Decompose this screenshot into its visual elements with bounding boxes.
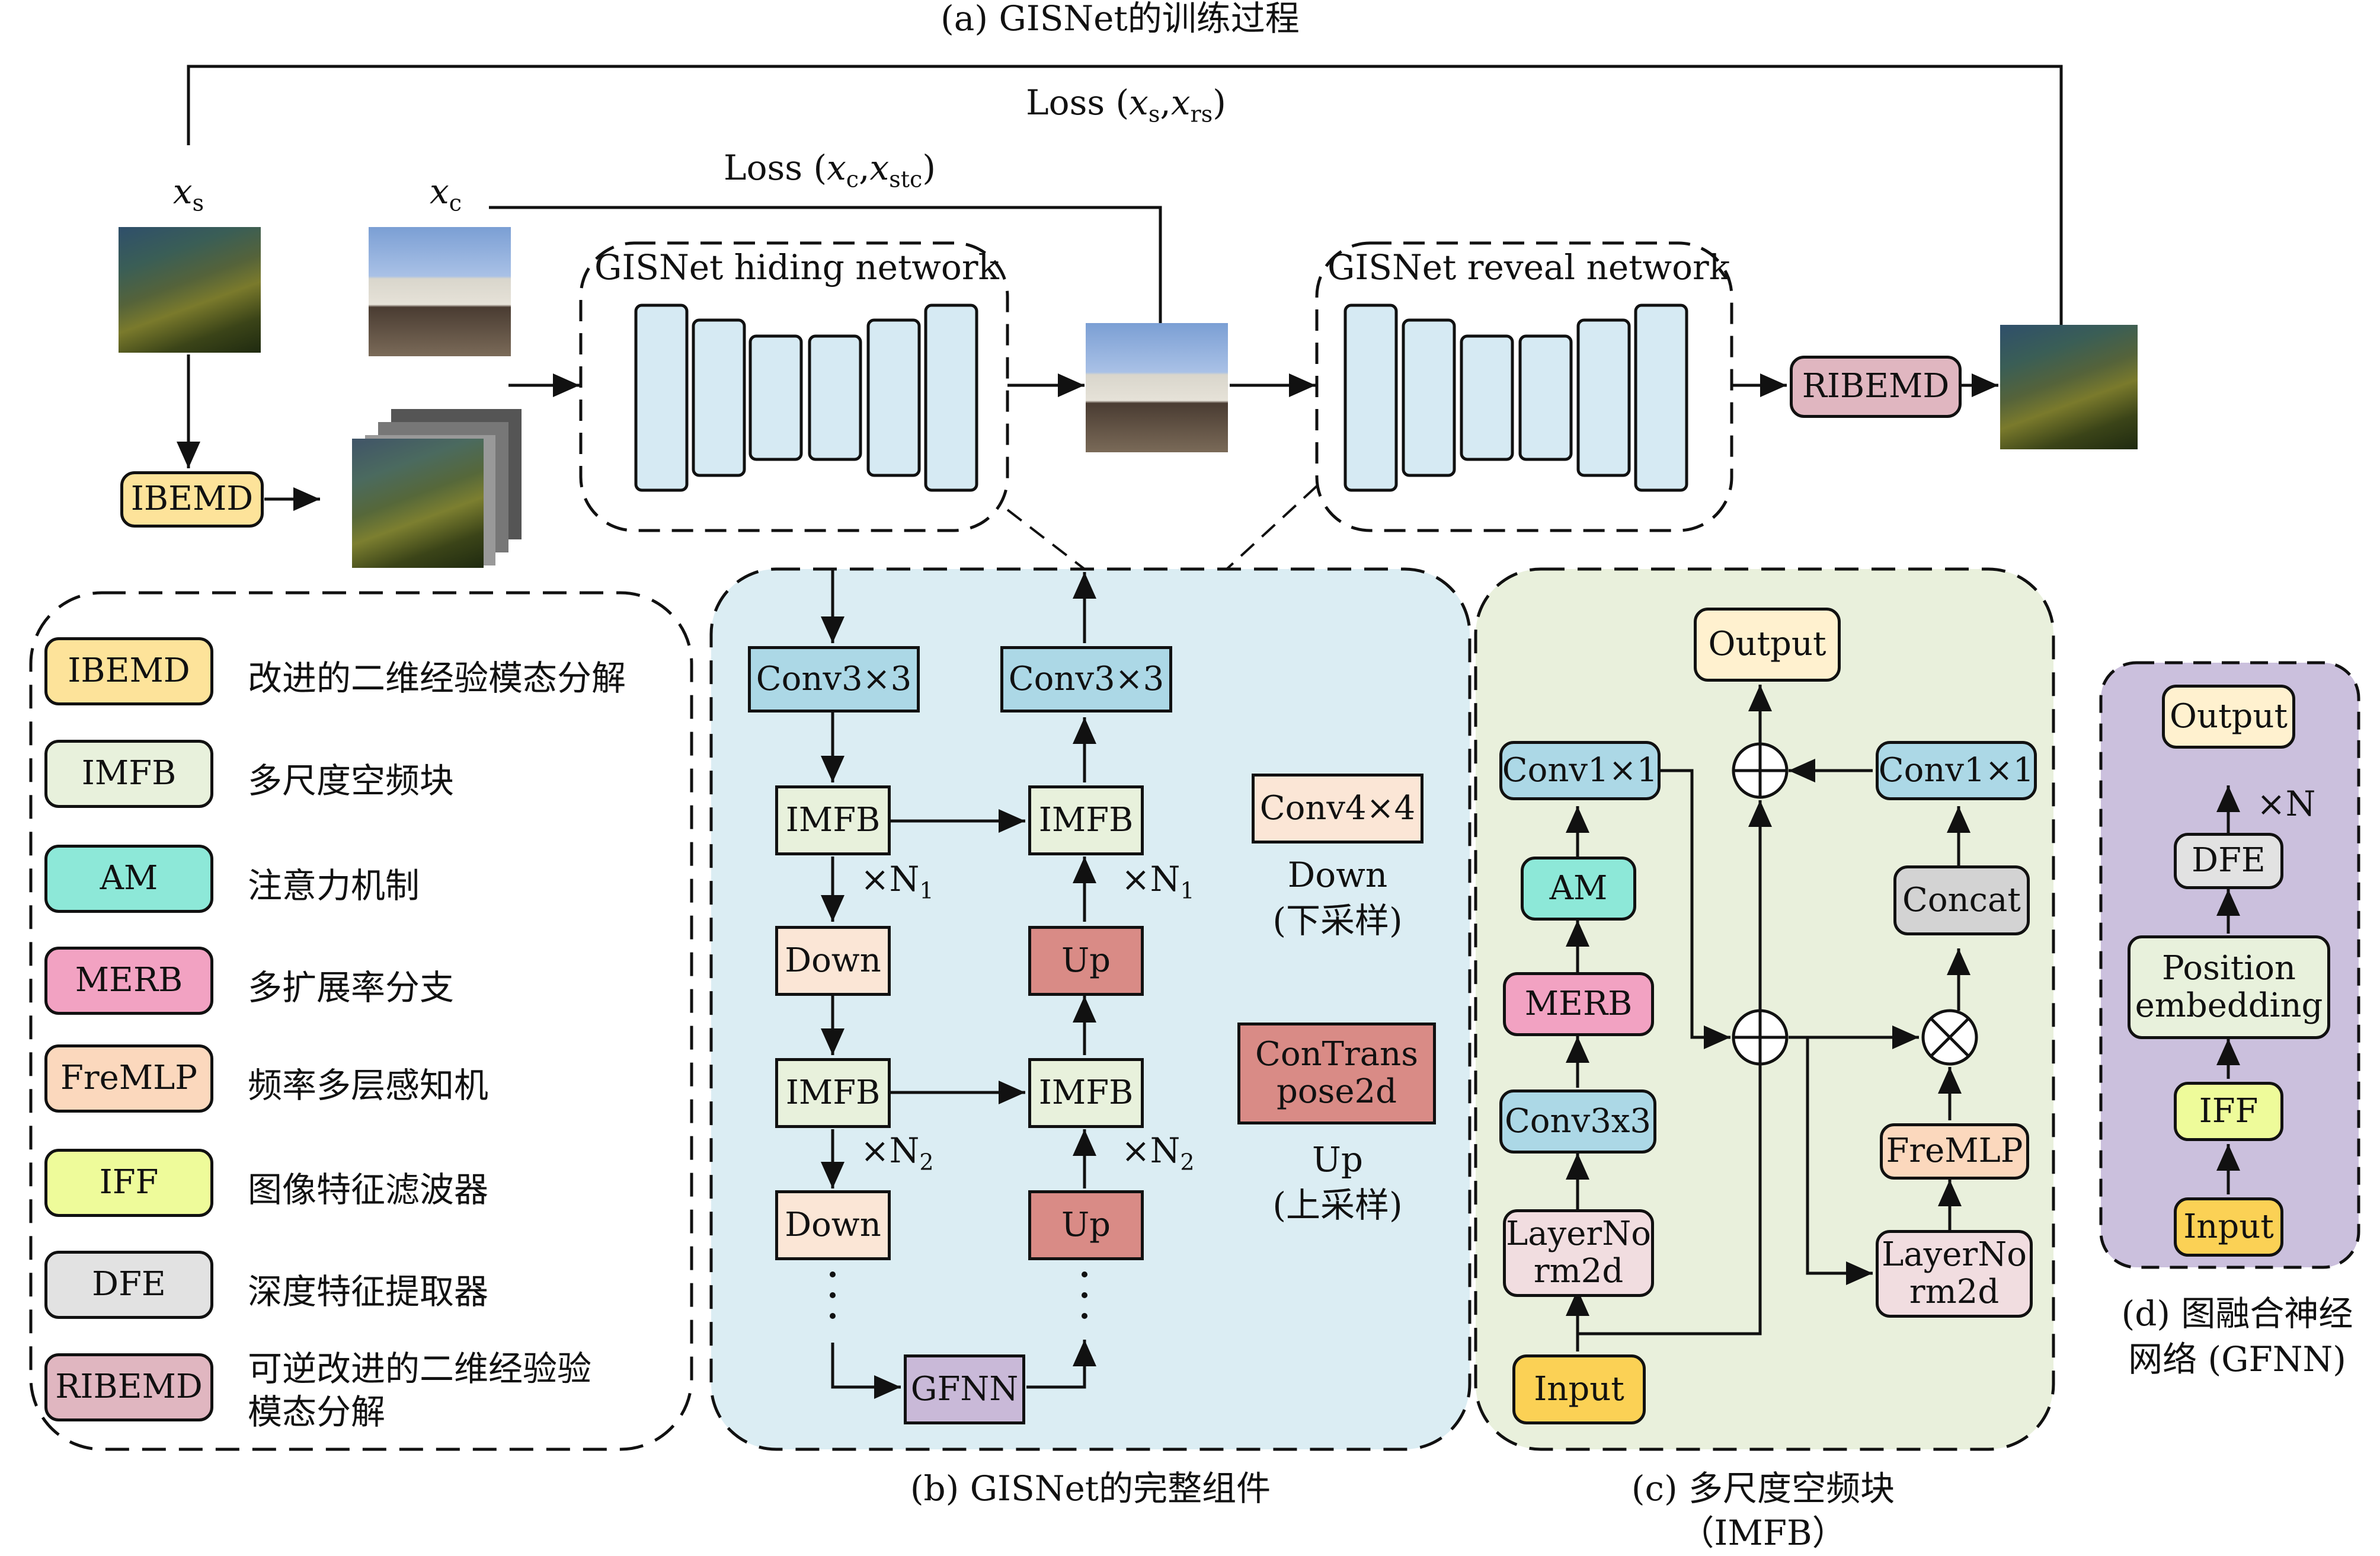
legend-ribemd-desc1: 可逆改进的二维经验验 <box>248 1349 592 1389</box>
imfb-merb: MERB <box>1503 972 1654 1036</box>
imfb-left-2: IMFB <box>775 1058 891 1128</box>
legend-fremlp: FreMLP <box>44 1044 213 1113</box>
legend-imfb: IMFB <box>44 740 213 808</box>
legend-fremlp-desc: 频率多层感知机 <box>248 1065 489 1106</box>
conv3-right: Conv3×3 <box>1000 646 1172 712</box>
gfnn-times-n: ×N <box>2257 784 2316 824</box>
imfb-right-1: IMFB <box>1028 785 1144 855</box>
ribemd-block: RIBEMD <box>1790 356 1962 418</box>
key-down-cn: (下采样) <box>1272 900 1403 941</box>
legend-merb: MERB <box>44 947 213 1015</box>
legend-ribemd-desc2: 模态分解 <box>248 1392 386 1432</box>
gfnn-block: GFNN <box>904 1354 1025 1424</box>
legend-am-desc: 注意力机制 <box>248 865 420 906</box>
title-b: (b) GISNet的完整组件 <box>910 1468 1271 1509</box>
up-1: Up <box>1028 926 1144 996</box>
gfnn-iff: IFF <box>2174 1082 2283 1141</box>
cover-image <box>369 227 511 356</box>
hiding-network-label: GISNet hiding network <box>594 247 999 287</box>
loss-inner: Loss (xc,xstc) <box>724 148 936 193</box>
imfb-right-2: IMFB <box>1028 1058 1144 1128</box>
down-1: Down <box>775 926 891 996</box>
imfb-conv3x3: Conv3x3 <box>1499 1089 1656 1154</box>
n1-left: ×N1 <box>860 859 934 904</box>
title-c2: （IMFB） <box>1680 1513 1847 1553</box>
gfnn-output: Output <box>2162 685 2295 749</box>
legend-imfb-desc: 多尺度空频块 <box>248 761 455 801</box>
legend-iff-desc: 图像特征滤波器 <box>248 1170 489 1210</box>
conv3-left: Conv3×3 <box>748 646 920 712</box>
imfb-fremlp: FreMLP <box>1880 1123 2029 1180</box>
hiding-network-frame <box>579 241 1009 532</box>
reveal-network-label: GISNet reveal network <box>1327 247 1730 287</box>
key-down-label: Down <box>1287 855 1388 895</box>
legend-ibemd: IBEMD <box>44 637 213 705</box>
conv1-left: Conv1×1 <box>1499 741 1661 800</box>
legend-bg <box>29 591 693 1451</box>
secret-image <box>119 227 261 353</box>
imfb-left-1: IMFB <box>775 785 891 855</box>
key-up-cn: (上采样) <box>1272 1185 1403 1225</box>
key-up-label: Up <box>1311 1139 1364 1180</box>
conv1-right: Conv1×1 <box>1876 741 2037 800</box>
title-c1: (c) 多尺度空频块 <box>1631 1468 1895 1509</box>
gfnn-dfe: DFE <box>2174 833 2283 889</box>
revealed-image <box>2000 325 2138 449</box>
xc-label: xc <box>429 171 462 216</box>
legend-dfe: DFE <box>44 1251 213 1319</box>
imfb-input: Input <box>1512 1354 1646 1424</box>
title-a: (a) GISNet的训练过程 <box>941 0 1300 39</box>
n2-left: ×N2 <box>860 1130 934 1175</box>
legend-ibemd-desc: 改进的二维经验模态分解 <box>248 658 626 698</box>
imfb-output: Output <box>1694 608 1841 682</box>
loss-top: Loss (xs,xrs) <box>1026 82 1226 127</box>
ibemd-block: IBEMD <box>120 471 264 528</box>
legend-iff: IFF <box>44 1149 213 1217</box>
decomposed-stack <box>352 439 484 568</box>
legend-merb-desc: 多扩展率分支 <box>248 967 455 1008</box>
n1-right: ×N1 <box>1121 859 1195 904</box>
imfb-am: AM <box>1521 857 1636 921</box>
legend-ribemd: RIBEMD <box>44 1353 213 1421</box>
key-conv4: Conv4×4 <box>1252 774 1423 844</box>
title-d1: (d) 图融合神经 <box>2121 1293 2353 1334</box>
gfnn-input: Input <box>2174 1197 2283 1257</box>
xs-label: xs <box>172 171 204 216</box>
n2-right: ×N2 <box>1121 1130 1195 1175</box>
imfb-concat: Concat <box>1893 865 2030 935</box>
legend-dfe-desc: 深度特征提取器 <box>248 1271 489 1312</box>
title-d2: 网络 (GFNN) <box>2128 1339 2346 1379</box>
down-2: Down <box>775 1190 891 1260</box>
legend-am: AM <box>44 845 213 913</box>
stego-image <box>1086 323 1228 452</box>
up-2: Up <box>1028 1190 1144 1260</box>
